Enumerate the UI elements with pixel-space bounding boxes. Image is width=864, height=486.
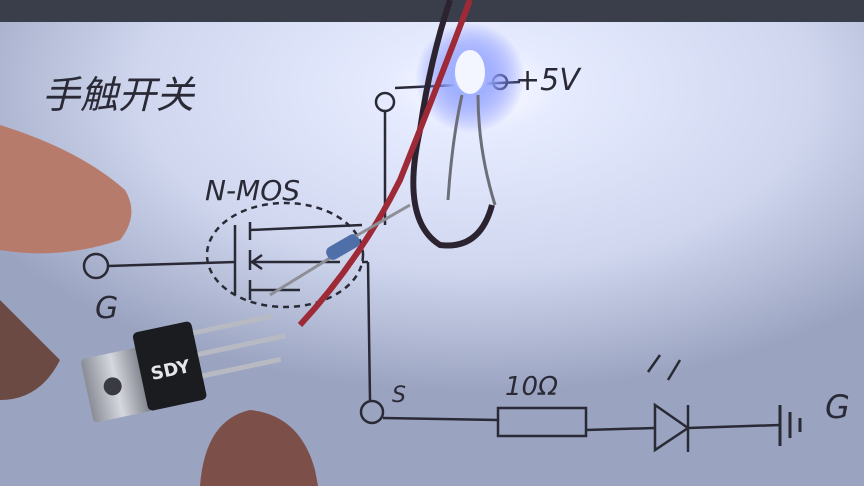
transistor-package: SDY (81, 313, 287, 423)
resistor-component (269, 203, 411, 297)
supply-label: +5V (515, 63, 582, 98)
finger-bottom (200, 410, 318, 486)
ground-label: G (825, 388, 850, 426)
led-component (415, 23, 525, 206)
resistor-symbol (496, 406, 588, 438)
ground-symbol (778, 405, 802, 446)
source-wire (359, 260, 499, 425)
black-wire (410, 0, 495, 249)
mosfet-type-label: N-MOS (205, 174, 300, 207)
source-label: S (392, 383, 406, 408)
gate-wire (82, 252, 236, 280)
mosfet-symbol (205, 201, 365, 309)
finger-left (0, 125, 132, 400)
gate-label: G (95, 291, 118, 326)
red-wire (297, 0, 473, 328)
title-text: 手触开关 (42, 73, 196, 117)
led-symbol (585, 354, 781, 453)
resistor-label: 10Ω (505, 372, 558, 402)
